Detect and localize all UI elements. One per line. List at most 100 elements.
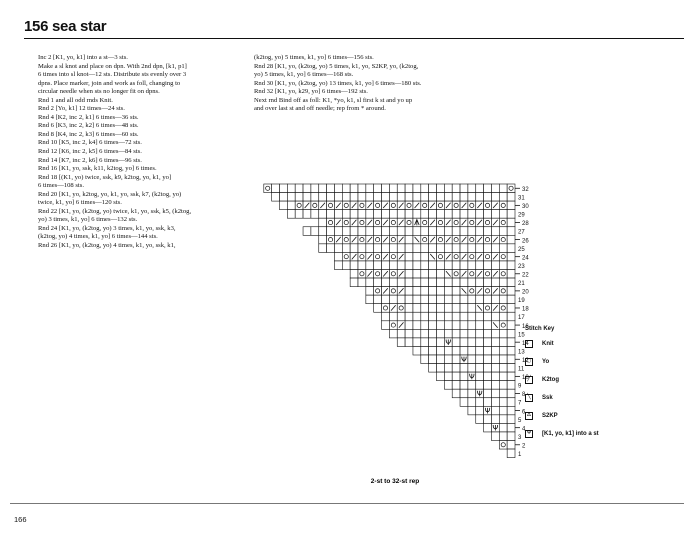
chart-cell xyxy=(491,346,500,356)
chart-cell xyxy=(428,337,437,347)
chart-cell xyxy=(467,277,477,287)
chart-cell xyxy=(334,243,343,253)
chart-cell xyxy=(444,209,453,219)
chart-cell xyxy=(428,260,437,270)
chart-cell xyxy=(349,192,359,202)
yo-symbol xyxy=(500,271,506,277)
chart-cell xyxy=(506,414,516,424)
chart-row xyxy=(428,363,516,373)
chart-cell xyxy=(428,311,437,322)
chart-cell xyxy=(459,303,469,313)
chart-cell xyxy=(428,209,437,219)
chart-cell xyxy=(498,414,508,424)
chart-cell xyxy=(506,397,516,407)
yo-symbol xyxy=(485,237,490,243)
chart-cell xyxy=(263,183,272,193)
chart-cell xyxy=(318,192,327,202)
instruction-line: (k2tog, yo) 4 times, k1, yo] 6 times—144… xyxy=(38,233,158,241)
chart-cell xyxy=(483,346,492,356)
chart-cell xyxy=(436,337,445,347)
instruction-line: Inc 2 [K1, yo, k1] into a st—3 sts. xyxy=(38,54,128,61)
chart-cell xyxy=(420,294,429,304)
chart-cell xyxy=(420,329,429,339)
chart-cell xyxy=(444,226,453,236)
chart-cell xyxy=(483,294,492,304)
k2tog-symbol xyxy=(477,287,483,294)
chart-cell xyxy=(357,209,367,219)
row-number: 24 xyxy=(522,255,529,261)
chart-cell xyxy=(498,294,508,304)
chart-cell xyxy=(506,200,516,210)
chart-cell xyxy=(396,337,406,347)
instruction-line: Rnd 22 [K1, yo, (k2tog, yo) twice, k1, y… xyxy=(38,207,192,215)
chart-cell xyxy=(357,183,367,193)
chart-cell xyxy=(498,277,508,287)
chart-cell xyxy=(498,388,508,399)
stitch-key-label: S2KP xyxy=(542,412,558,419)
yo-symbol xyxy=(469,202,475,208)
chart-cell xyxy=(310,192,320,202)
k2tog-symbol xyxy=(351,236,357,243)
chart-cell xyxy=(451,277,461,287)
instruction-line: Make a sl knot and place on dpn. With 2n… xyxy=(38,62,187,70)
chart-cell xyxy=(412,329,422,339)
stitch-key-label: Yo xyxy=(542,358,550,365)
chart-cell xyxy=(483,380,492,390)
chart-cell xyxy=(506,405,516,416)
ssk-symbol xyxy=(429,253,436,260)
chart-cell xyxy=(475,346,484,356)
chart-cell xyxy=(404,192,414,202)
chart-cell xyxy=(491,337,500,347)
yo-symbol xyxy=(500,288,506,294)
row-number: 26 xyxy=(522,238,529,244)
chart-cell xyxy=(467,252,477,262)
chart-row xyxy=(318,235,516,245)
k2tog-symbol xyxy=(429,236,436,243)
k2tog-symbol xyxy=(367,202,373,209)
chart-cell xyxy=(373,277,382,287)
chart-cell xyxy=(459,294,469,304)
chart-cell xyxy=(483,363,492,373)
chart-cell xyxy=(396,260,406,270)
instruction-line: yo) 3 times, k1, yo] 6 times—132 sts. xyxy=(38,216,138,224)
chart-cell xyxy=(444,183,453,193)
chart-cell xyxy=(357,226,367,236)
yo-symbol xyxy=(453,237,459,243)
chart-cell xyxy=(349,277,359,287)
chart-cell xyxy=(436,269,445,279)
chart-cell xyxy=(444,311,453,322)
yo-symbol xyxy=(406,220,412,225)
chart-cell xyxy=(365,243,375,253)
chart-cell xyxy=(451,337,461,347)
yo-symbol xyxy=(390,254,396,260)
yo-symbol xyxy=(390,271,396,277)
chart-cell xyxy=(444,320,453,330)
k2tog-symbol xyxy=(382,287,389,294)
chart-cell xyxy=(365,183,375,193)
yo-symbol xyxy=(359,254,365,260)
chart-cell xyxy=(412,260,422,270)
chart-cell xyxy=(498,431,508,441)
chart-cell xyxy=(357,200,367,210)
chart-cell xyxy=(404,277,414,287)
footer-rule xyxy=(10,503,684,504)
chart-cell xyxy=(310,200,320,210)
chart-row xyxy=(381,320,516,330)
chart-cell xyxy=(373,260,382,270)
row-number: 19 xyxy=(518,298,525,304)
chart-cell xyxy=(404,209,414,219)
chart-cell xyxy=(373,209,382,219)
chart-cell xyxy=(491,380,500,390)
chart-cell xyxy=(475,354,484,364)
chart-cell xyxy=(302,192,312,202)
ssk-slash-icon: ╲ xyxy=(525,394,533,402)
k2tog-symbol xyxy=(414,202,420,209)
instruction-line: Rnd 12 [K6, inc 2, k5] 6 times—84 sts. xyxy=(38,148,142,156)
chart-cell xyxy=(326,183,335,193)
chart-cell xyxy=(389,252,398,262)
chart-cell xyxy=(428,363,437,373)
chart-cell xyxy=(459,380,469,390)
k2tog-symbol xyxy=(492,287,499,294)
yo-symbol xyxy=(359,202,365,208)
